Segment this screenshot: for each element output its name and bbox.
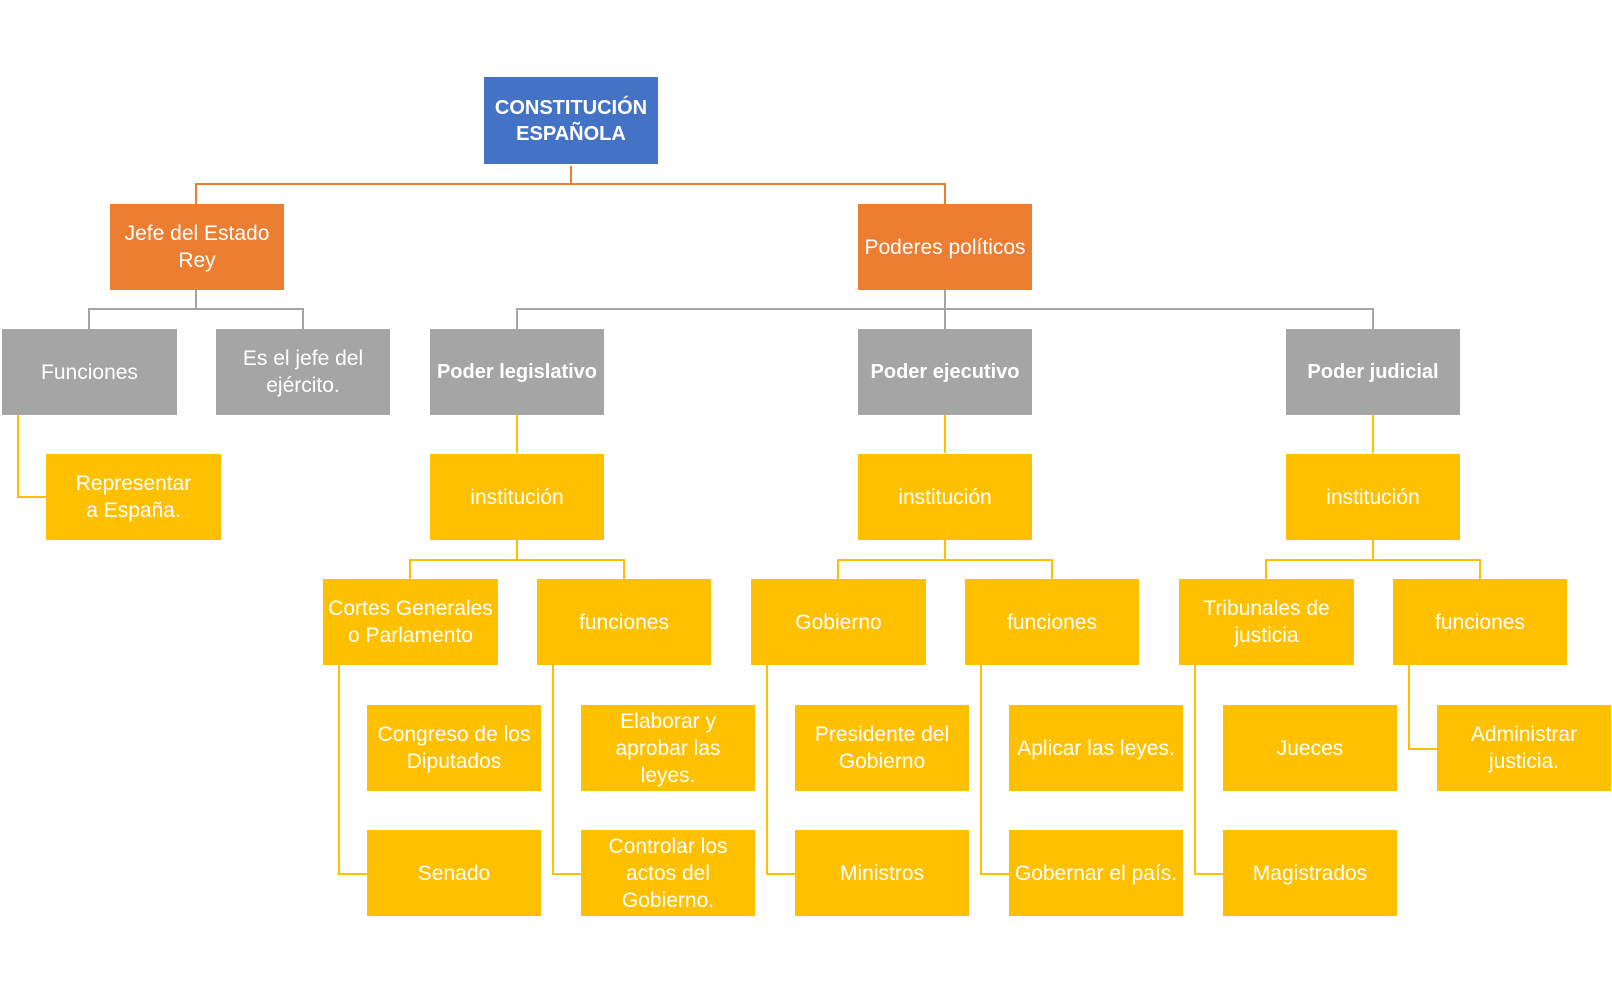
administrar-justicia-node: Administrar justicia. bbox=[1437, 705, 1611, 791]
poderes-politicos-node: Poderes políticos bbox=[858, 204, 1032, 290]
gobernar-pais-node: Gobernar el país. bbox=[1009, 830, 1183, 916]
funciones-judicial-node: funciones bbox=[1393, 579, 1567, 665]
jefe-ejercito-node: Es el jefe del ejército. bbox=[216, 329, 390, 415]
cortes-generales-node: Cortes Generales o Parlamento bbox=[323, 579, 498, 665]
connector-institucion-cortes bbox=[409, 539, 518, 579]
institucion-legislativo-node: institución bbox=[430, 454, 604, 540]
magistrados-node: Magistrados bbox=[1223, 830, 1397, 916]
institucion-ejecutivo-node: institución bbox=[858, 454, 1032, 540]
connector-root-poderes bbox=[570, 166, 946, 204]
representar-espana-node: Representar a España. bbox=[46, 454, 221, 540]
connector-institucion-funciones-eje bbox=[944, 539, 1053, 579]
jefe-del-estado-node: Jefe del Estado Rey bbox=[110, 204, 284, 290]
connector-gobierno-items bbox=[766, 664, 795, 875]
connector-poderes-judicial bbox=[944, 289, 1374, 329]
connector-tribunales-items bbox=[1194, 664, 1223, 875]
senado-node: Senado bbox=[367, 830, 541, 916]
poder-ejecutivo-node: Poder ejecutivo bbox=[858, 329, 1032, 415]
congreso-diputados-node: Congreso de los Diputados bbox=[367, 705, 541, 791]
connector-funciones-leg-items bbox=[552, 664, 581, 875]
connector-institucion-funciones-jud bbox=[1372, 539, 1481, 579]
connector-funciones-representar bbox=[17, 414, 46, 498]
controlar-gobierno-node: Controlar los actos del Gobierno. bbox=[581, 830, 755, 916]
connector-poderes-legislativo bbox=[516, 289, 946, 329]
institucion-judicial-node: institución bbox=[1286, 454, 1460, 540]
aplicar-leyes-node: Aplicar las leyes. bbox=[1009, 705, 1183, 791]
funciones-legislativo-node: funciones bbox=[537, 579, 711, 665]
poder-judicial-node: Poder judicial bbox=[1286, 329, 1460, 415]
jueces-node: Jueces bbox=[1223, 705, 1397, 791]
elaborar-leyes-node: Elaborar y aprobar las leyes. bbox=[581, 705, 755, 791]
ministros-node: Ministros bbox=[795, 830, 969, 916]
connector-jefe-funciones bbox=[88, 289, 197, 329]
funciones-ejecutivo-node: funciones bbox=[965, 579, 1139, 665]
connector-institucion-gobierno bbox=[837, 539, 946, 579]
connector-institucion-funciones-leg bbox=[516, 539, 625, 579]
connector-cortes-items bbox=[338, 664, 367, 875]
connector-funciones-jud-items bbox=[1408, 664, 1437, 750]
tribunales-justicia-node: Tribunales de justicia bbox=[1179, 579, 1354, 665]
presidente-gobierno-node: Presidente del Gobierno bbox=[795, 705, 969, 791]
connector-funciones-eje-items bbox=[980, 664, 1009, 875]
funciones-node: Funciones bbox=[2, 329, 177, 415]
gobierno-node: Gobierno bbox=[751, 579, 926, 665]
connector-jefe-ejercito bbox=[195, 289, 304, 329]
root-node: CONSTITUCIÓN ESPAÑOLA bbox=[484, 77, 658, 164]
connector-root-jefe bbox=[195, 166, 572, 204]
connector-institucion-tribunales bbox=[1265, 539, 1374, 579]
poder-legislativo-node: Poder legislativo bbox=[430, 329, 604, 415]
